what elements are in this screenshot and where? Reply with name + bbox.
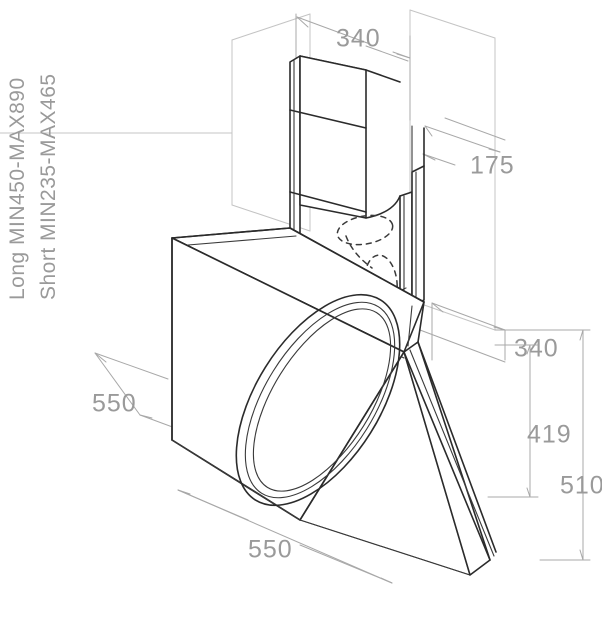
dimension-hood-depth-right: 340 [419,302,559,363]
dim-label-550-left: 550 [92,390,137,418]
dim-label-340-right: 340 [514,335,559,363]
dimension-hood-total-height: 510 [494,329,602,561]
label-chimney-long: Long MIN450-MAX890 [6,77,29,300]
dim-label-419: 419 [527,421,572,449]
dimension-chimney-depth: 175 [422,117,515,180]
vertical-labels: Long MIN450-MAX890 Short MIN235-MAX465 [6,73,60,300]
oval-front-panel [235,293,401,507]
dim-label-175: 175 [470,152,515,180]
label-chimney-short: Short MIN235-MAX465 [37,73,60,300]
dim-label-550-bottom: 550 [248,536,293,564]
dimension-chimney-width-top: 340 [295,13,411,121]
hood-body [171,227,497,576]
dim-label-510: 510 [560,472,602,500]
dim-label-340-top: 340 [336,25,381,53]
dimension-hood-width-bottom: 550 [177,489,393,584]
dimension-hood-front-height: 419 [487,344,572,498]
